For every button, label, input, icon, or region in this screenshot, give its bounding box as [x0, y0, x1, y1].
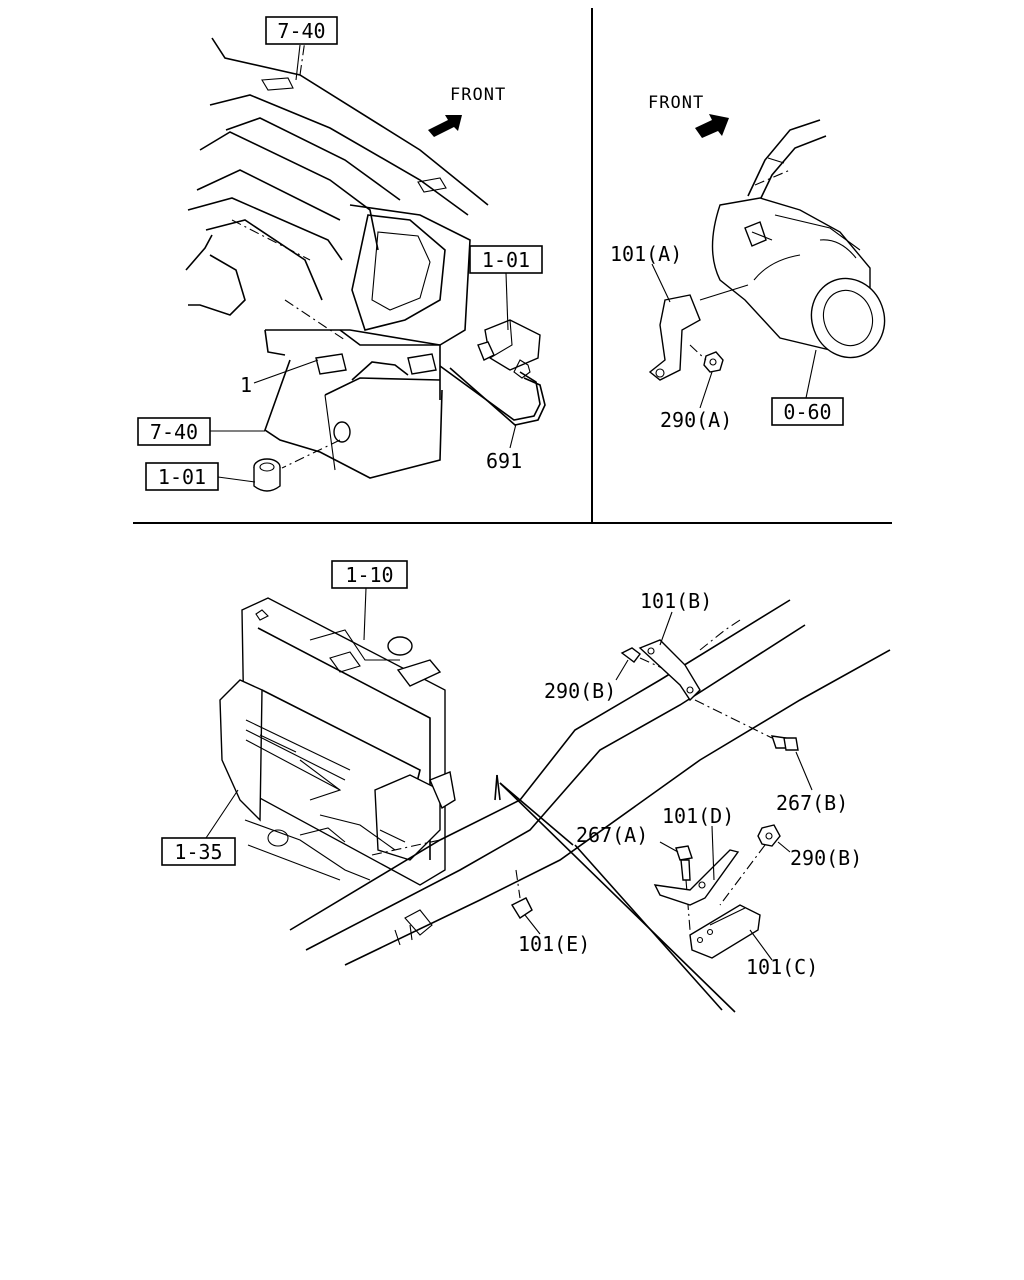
- leader-1-01-left: [217, 476, 256, 483]
- bracket-101d: [653, 849, 740, 906]
- front-arrow-icon-right: [695, 114, 729, 138]
- radiator-illustration: [219, 597, 456, 886]
- callout-691: 691: [486, 449, 522, 473]
- callout-1: 1: [240, 373, 252, 397]
- leader-101b: [659, 611, 673, 646]
- leader-0-60: [805, 349, 817, 399]
- leader-1-10: [363, 587, 367, 641]
- svg-text:1-35: 1-35: [174, 840, 222, 864]
- leader-1-35: [205, 789, 239, 839]
- dashboard-illustration: [185, 37, 489, 479]
- front-label-right: FRONT: [648, 93, 704, 113]
- leader-290b-left: [615, 659, 629, 681]
- leader-290a: [699, 371, 713, 409]
- callout-290b-right: 290(B): [790, 846, 862, 870]
- leader-7-40-top: [295, 44, 301, 81]
- callout-101b: 101(B): [640, 589, 712, 613]
- ref-box-7-40-top: 7-40: [265, 16, 338, 45]
- callout-101a: 101(A): [610, 242, 682, 266]
- bolt-267a: [675, 845, 693, 931]
- ref-box-1-35: 1-35: [161, 837, 236, 866]
- panel-bottom: 1-10 1-35 101(B) 290(B) 267(B) 101(D) 26…: [161, 560, 891, 1013]
- leader-101d: [711, 825, 715, 881]
- ref-box-7-40-left: 7-40: [137, 417, 211, 446]
- leader-290b-right: [777, 841, 791, 853]
- svg-text:0-60: 0-60: [783, 400, 831, 424]
- fender-illustration: [747, 119, 827, 201]
- nut-290b-right: [719, 824, 781, 906]
- svg-text:1-01: 1-01: [482, 248, 530, 272]
- front-arrow-icon: [428, 115, 462, 137]
- ref-box-1-01-left: 1-01: [145, 462, 219, 491]
- panel-top-right: FRONT: [610, 93, 886, 432]
- ref-box-0-60: 0-60: [771, 397, 844, 426]
- ref-box-1-10: 1-10: [331, 560, 408, 589]
- leader-267b: [795, 751, 813, 791]
- clip-101e: [511, 869, 533, 919]
- leader-691: [509, 423, 517, 449]
- callout-267a: 267(A): [576, 823, 648, 847]
- leader-267a: [659, 841, 679, 853]
- callout-101d: 101(D): [662, 804, 734, 828]
- leader-1: [253, 359, 319, 384]
- svg-text:1-10: 1-10: [345, 563, 393, 587]
- callout-101e: 101(E): [518, 932, 590, 956]
- plug-component: [253, 458, 281, 492]
- front-label: FRONT: [450, 85, 506, 105]
- leader-101e: [524, 914, 541, 935]
- ref-box-1-01-right: 1-01: [469, 245, 543, 274]
- svg-text:7-40: 7-40: [150, 420, 198, 444]
- svg-text:1-01: 1-01: [158, 465, 206, 489]
- callout-290a: 290(A): [660, 408, 732, 432]
- leader-101c: [749, 929, 773, 961]
- nut-290a: [689, 344, 724, 373]
- leader-1-01-right: [505, 272, 509, 331]
- motor-illustration: [711, 197, 886, 359]
- bracket-101c: [689, 904, 761, 959]
- leader-101a: [651, 263, 671, 303]
- switch-component: [439, 319, 546, 426]
- callout-267b: 267(B): [776, 791, 848, 815]
- bolt-267b: [770, 735, 799, 751]
- panel-top-left: FRONT 7-40 1-01 7-40 1-01 1 691: [137, 16, 546, 492]
- callout-290b-left: 290(B): [544, 679, 616, 703]
- svg-text:7-40: 7-40: [277, 19, 325, 43]
- callout-101c: 101(C): [746, 955, 818, 979]
- bracket-101a: [648, 284, 749, 381]
- bracket-101b: [620, 639, 773, 739]
